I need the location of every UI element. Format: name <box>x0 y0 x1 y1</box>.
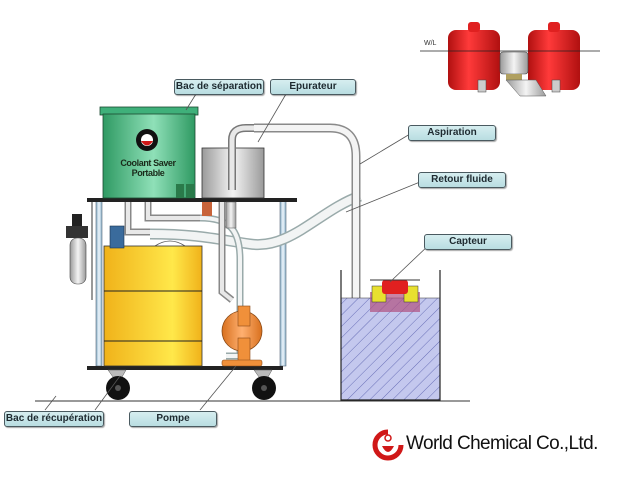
piping <box>124 190 362 360</box>
company-logo: World Chemical Co.,Ltd. <box>372 428 612 464</box>
label-recovery-tank: Bac de récupération <box>4 411 104 427</box>
product-label-line-2: Portable <box>131 168 165 178</box>
cart-pole-right <box>279 199 287 367</box>
label-fluid-return: Retour fluide <box>418 172 506 188</box>
sump-tank <box>340 270 441 401</box>
label-separation-tank: Bac de séparation <box>174 79 264 95</box>
cart-top-shelf <box>87 198 297 202</box>
label-purifier: Epurateur <box>270 79 356 95</box>
label-pump: Pompe <box>129 411 217 427</box>
label-sensor: Capteur <box>424 234 512 250</box>
company-name: World Chemical Co.,Ltd. <box>406 433 598 454</box>
pump <box>221 305 263 367</box>
leader-lines <box>44 93 431 411</box>
product-label-line-1: Coolant Saver <box>120 158 176 168</box>
cart-bottom-shelf <box>87 366 283 370</box>
recovery-tank <box>103 240 203 367</box>
company-emblem-icon <box>372 429 404 461</box>
inset-float-illustration <box>420 22 600 97</box>
air-regulator <box>66 202 93 300</box>
spring-hose <box>109 225 125 249</box>
sensor-float <box>370 279 420 312</box>
separation-tank <box>99 106 199 199</box>
waterline-label: W/L <box>424 40 437 47</box>
purifier <box>201 124 265 199</box>
product-label: Coolant Saver Portable <box>112 158 184 178</box>
cart-pole-left <box>95 199 103 367</box>
cart <box>87 198 297 400</box>
label-suction: Aspiration <box>408 125 496 141</box>
